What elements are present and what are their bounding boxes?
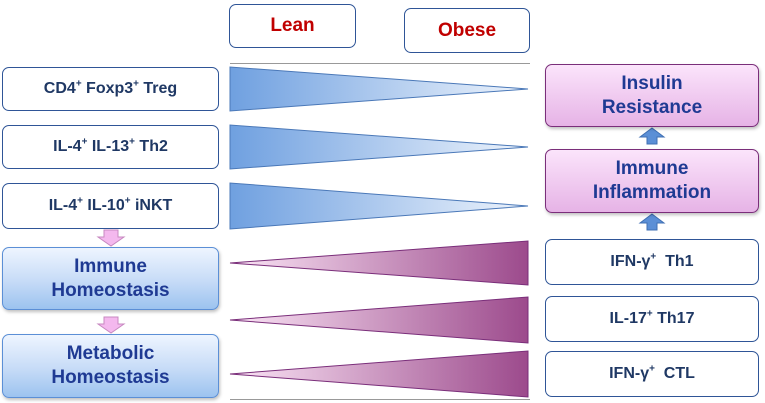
down-arrow-icon <box>96 316 126 334</box>
treg-box: CD4+ Foxp3+ Treg <box>2 67 219 111</box>
wedge-th2 <box>229 124 529 170</box>
obese-label: Obese <box>437 19 497 41</box>
wedge-inkt <box>229 182 529 230</box>
th1-box: IFN-γ+ Th1 <box>545 239 759 285</box>
up-arrow-icon <box>638 213 666 231</box>
wedge-th1 <box>229 240 529 286</box>
th17-box: IL-17+ Th17 <box>545 296 759 342</box>
lean-label: Lean <box>270 15 315 36</box>
th2-box: IL-4+ IL-13+ Th2 <box>2 125 219 169</box>
inkt-box: IL-4+ IL-10+ iNKT <box>2 183 219 229</box>
down-arrow-icon <box>96 229 126 247</box>
wedge-th17 <box>229 296 529 344</box>
wedge-ctl <box>229 350 529 398</box>
ctl-box: IFN-γ+ CTL <box>545 351 759 397</box>
obese-header: Obese <box>404 8 530 53</box>
up-arrow-icon <box>638 127 666 145</box>
wedge-treg <box>229 66 529 112</box>
divider-line-top <box>230 63 530 64</box>
lean-header: Lean <box>229 4 356 48</box>
divider-line-bottom <box>230 399 530 400</box>
